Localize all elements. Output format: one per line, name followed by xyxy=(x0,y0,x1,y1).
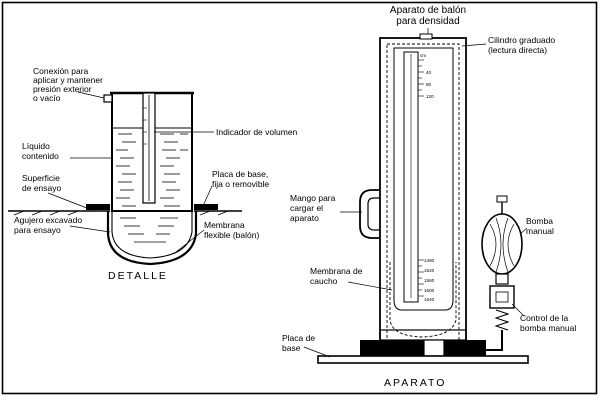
detalle-leaders xyxy=(47,91,214,253)
scale-label-1560: 1560 xyxy=(424,278,435,283)
rubber-membrane xyxy=(389,262,457,338)
ground-hatch xyxy=(13,210,229,216)
scale-label-1520: 1520 xyxy=(424,268,435,273)
excavated-hole xyxy=(106,211,198,266)
base-plate-right xyxy=(194,204,218,210)
inner-chamber xyxy=(393,47,454,311)
flexible-membrane xyxy=(111,211,193,259)
hand-pump-bulb xyxy=(481,213,523,275)
aparato-leaders xyxy=(303,28,528,358)
scale-label-1600: 1600 xyxy=(424,288,435,293)
scale-label-cm: cm xyxy=(420,53,426,58)
detalle-drawing xyxy=(8,91,242,266)
base-plate xyxy=(317,355,529,364)
detalle-caption: DETALLE xyxy=(108,270,168,282)
scale-label-120: 120 xyxy=(426,94,434,99)
label-indicador-volumen: Indicador de volumen xyxy=(216,127,298,137)
connection-fitting xyxy=(103,94,113,103)
base-plate-left xyxy=(86,204,110,210)
carry-handle xyxy=(359,189,380,239)
scale-label-1480: 1480 xyxy=(424,258,435,263)
pump-control-valve xyxy=(489,285,515,309)
scale-label-80: 80 xyxy=(426,82,432,87)
cylinder-inner-frame xyxy=(386,43,460,345)
graduated-tube xyxy=(403,51,419,303)
scale-label-1640: 1640 xyxy=(424,297,435,302)
liquid-hatch xyxy=(116,133,188,243)
label-placa-base: Placa de base,fija o removible xyxy=(212,169,269,189)
label-cilindro-graduado: Cilindro graduado(lectura directa) xyxy=(488,35,555,55)
pump-hose xyxy=(486,330,503,351)
base-bottom-block xyxy=(360,340,424,356)
aparato-drawing xyxy=(303,28,529,364)
scale-ticks xyxy=(418,59,424,297)
aparato-caption: APARATO xyxy=(384,377,446,389)
scale-label-40: 40 xyxy=(426,70,432,75)
